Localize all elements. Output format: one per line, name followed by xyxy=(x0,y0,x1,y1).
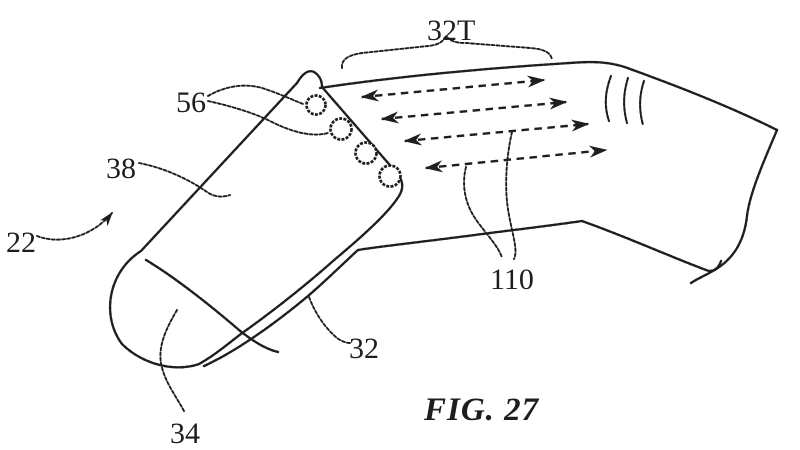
figure-caption: FIG. 27 xyxy=(423,392,540,428)
knuckle-crease-icon xyxy=(604,74,613,123)
leader-lines xyxy=(36,84,517,412)
sensor-dot xyxy=(378,164,402,188)
leader-110-right xyxy=(505,131,517,260)
motion-arrows xyxy=(360,75,608,173)
sensor-dots xyxy=(305,94,402,188)
finger-bottom-outline xyxy=(202,219,723,368)
sensor-dot xyxy=(305,94,327,116)
motion-arrow xyxy=(360,75,546,102)
motion-arrow xyxy=(380,97,568,124)
knuckle-crease-icon xyxy=(639,79,646,127)
leader-38 xyxy=(138,162,231,198)
fingertip-device-outline xyxy=(108,69,404,369)
label-32t: 32T xyxy=(427,14,475,47)
motion-arrow xyxy=(424,145,608,173)
leader-22-arrow xyxy=(36,212,113,241)
finger-right-outline xyxy=(689,128,779,285)
knuckle-crease-icon xyxy=(623,76,630,125)
sensor-dot xyxy=(329,117,353,141)
fingertip-pad-curve xyxy=(144,258,280,354)
label-38: 38 xyxy=(106,152,136,185)
label-110: 110 xyxy=(490,263,534,296)
sensor-dot xyxy=(354,141,378,165)
finger-top-outline xyxy=(318,60,779,132)
label-34: 34 xyxy=(170,417,200,450)
curly-brace-32t xyxy=(341,34,553,69)
label-56: 56 xyxy=(176,86,206,119)
motion-arrow xyxy=(403,119,590,146)
leader-110-left xyxy=(463,166,503,259)
leader-56-lower xyxy=(207,100,329,136)
leader-34 xyxy=(159,309,185,412)
label-32: 32 xyxy=(349,332,379,365)
label-22: 22 xyxy=(6,226,36,259)
knuckle-creases xyxy=(604,74,646,127)
leader-32 xyxy=(308,296,351,344)
leader-56-upper xyxy=(207,84,304,105)
